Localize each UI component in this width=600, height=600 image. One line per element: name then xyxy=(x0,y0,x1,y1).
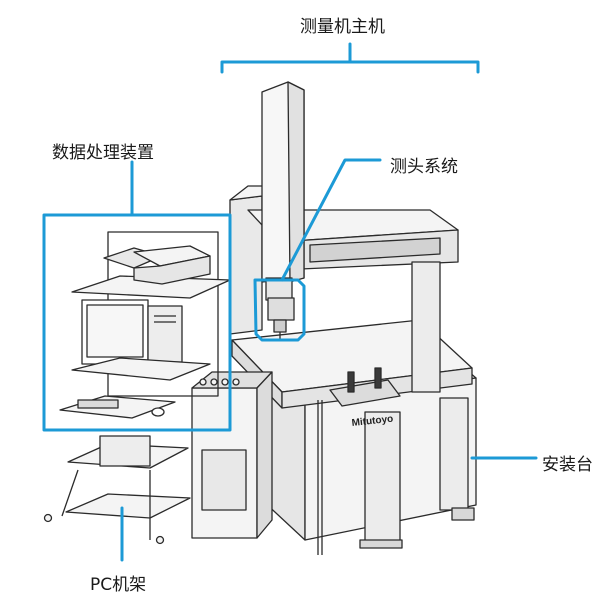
pc-rack xyxy=(43,435,191,545)
z-axis-column xyxy=(261,81,305,301)
probe-head xyxy=(267,297,295,340)
label-pc-rack: PC机架 xyxy=(90,575,147,595)
data-callout xyxy=(42,160,232,432)
label-installation-table: 安装台 xyxy=(542,455,593,475)
computer-desk xyxy=(59,231,231,419)
label-host: 测量机主机 xyxy=(300,17,385,37)
control-cabinet xyxy=(191,371,273,539)
host-bracket xyxy=(220,42,480,74)
label-probe-system: 测头系统 xyxy=(390,157,458,177)
brand-mark: Mitutoyo xyxy=(351,414,394,429)
label-data-processing: 数据处理装置 xyxy=(52,143,154,163)
workpiece-fixture xyxy=(329,367,401,407)
probe-callout xyxy=(253,158,382,342)
